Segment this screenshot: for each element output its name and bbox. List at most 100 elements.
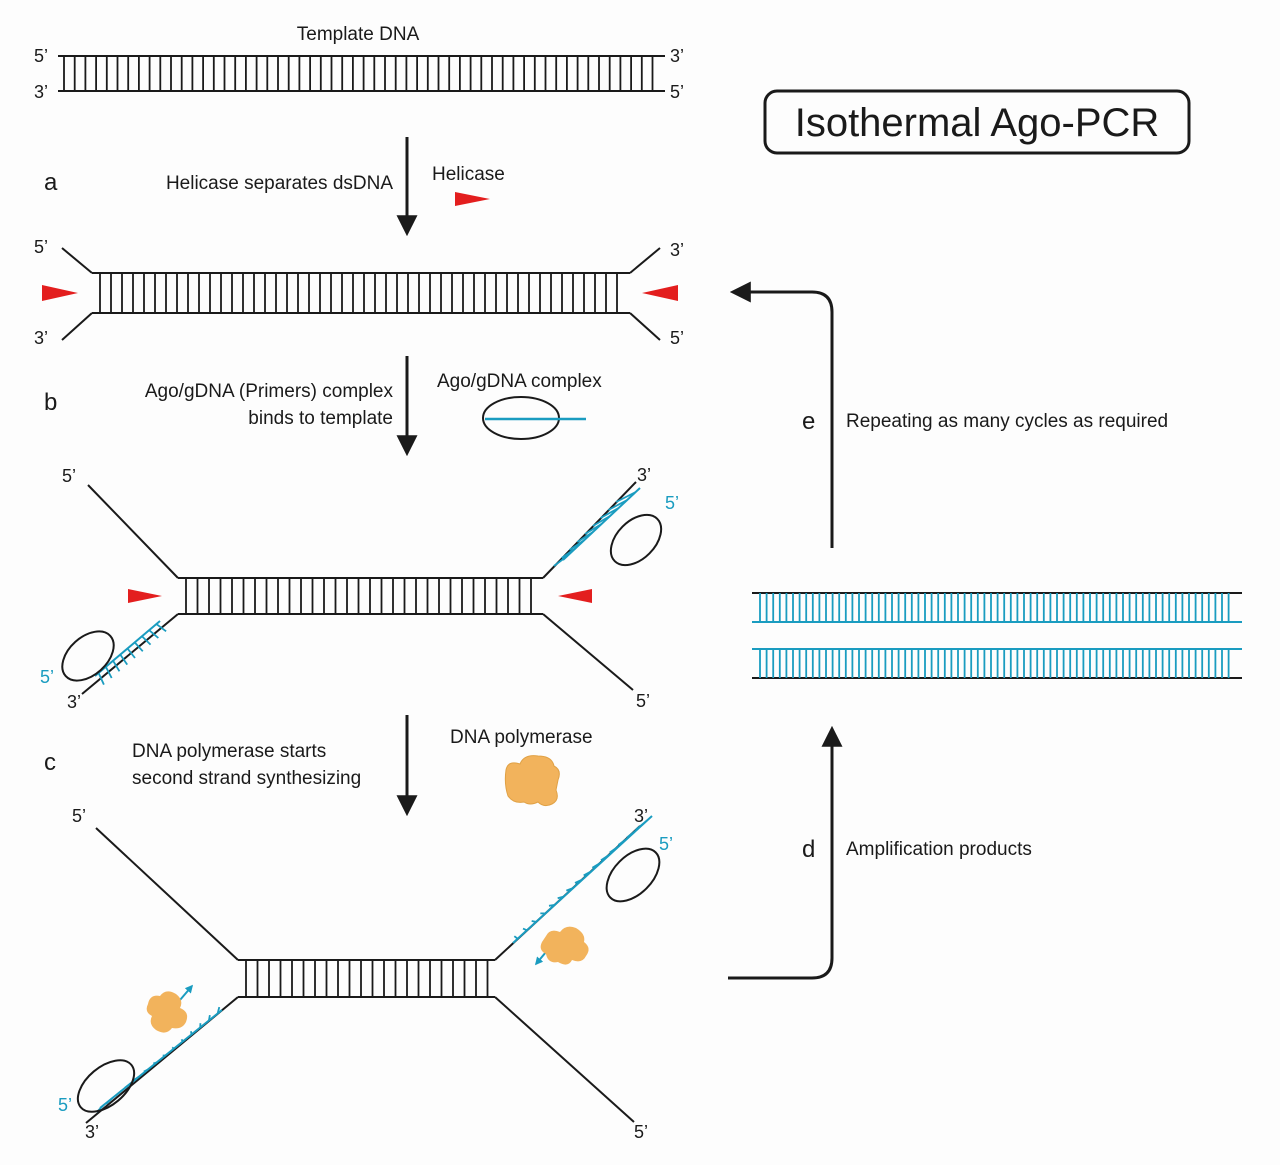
page-title: Isothermal Ago-PCR — [795, 101, 1160, 145]
base-pair-rung — [568, 539, 585, 551]
row-b-left-primer-end: 5’ — [40, 667, 54, 687]
base-pair-rung — [584, 523, 602, 535]
base-pair-rung — [171, 1046, 175, 1050]
helicase-legend-label: Helicase — [432, 164, 505, 185]
product-duplex-top — [752, 592, 1242, 623]
step-e-letter: e — [802, 408, 815, 435]
row-a-left-top-end: 5’ — [34, 237, 48, 257]
base-pair-rung — [615, 491, 637, 503]
step-c-line1: DNA polymerase starts — [132, 741, 326, 762]
row-b-right-top-end: 3’ — [637, 465, 651, 485]
helicase-right-row-b — [558, 589, 592, 603]
template-label: Template DNA — [297, 24, 420, 45]
step-c-letter: c — [44, 749, 56, 776]
row-b-right-primer-duplex — [553, 487, 663, 567]
base-pair-rung — [148, 629, 159, 639]
row-c-right-primer-end: 5’ — [659, 834, 673, 854]
base-pair-rung — [513, 935, 519, 940]
ago-legend-label: Ago/gDNA complex — [437, 371, 602, 392]
base-pair-rung — [124, 1082, 132, 1089]
base-pair-rung — [180, 1038, 184, 1042]
row-c-left-top-end: 5’ — [72, 806, 86, 826]
row-b-right-primer-end: 5’ — [665, 493, 679, 513]
base-pair-rung — [114, 1089, 123, 1097]
base-pair-rung — [576, 531, 594, 543]
base-pair-rung — [190, 1031, 193, 1035]
step-c-line2: second strand synthesizing — [132, 768, 361, 789]
base-pair-rung — [617, 836, 630, 846]
row-a-right-top-end: 3’ — [670, 240, 684, 260]
base-pair-rung — [153, 1061, 157, 1065]
row-c-right-top-end: 3’ — [634, 806, 648, 826]
base-pair-rung — [531, 920, 537, 923]
row-b-left-primer-duplex — [61, 620, 167, 686]
template-left-bottom-end: 3’ — [34, 82, 48, 102]
template-left-top-end: 5’ — [34, 46, 48, 66]
base-pair-rung — [155, 623, 167, 633]
base-pair-rung — [553, 555, 568, 567]
base-pair-rung — [635, 819, 648, 831]
base-pair-rung — [566, 887, 574, 892]
row-c-left-primer-duplex — [76, 984, 223, 1113]
template-dsdna — [58, 55, 665, 92]
helicase-left-row-a — [42, 285, 78, 301]
arrow-step-e — [729, 281, 834, 548]
base-pair-rung — [112, 660, 121, 672]
ago-gdna-legend-icon — [482, 396, 586, 440]
base-pair-rung — [216, 1006, 221, 1014]
row-b-right-bottom-end: 5’ — [636, 691, 650, 711]
row-a-left-bottom-end: 3’ — [34, 328, 48, 348]
base-pair-rung — [574, 878, 583, 884]
base-pair-rung — [208, 1014, 211, 1021]
row-c-dsdna — [85, 825, 641, 1124]
base-pair-rung — [592, 515, 611, 527]
base-pair-rung — [126, 647, 136, 659]
row-a-right-bottom-end: 5’ — [670, 328, 684, 348]
helicase-right-row-a — [642, 285, 678, 301]
base-pair-rung — [97, 672, 105, 686]
base-pair-rung — [600, 853, 611, 861]
base-pair-rung — [141, 635, 152, 646]
step-a-text: Helicase separates dsDNA — [166, 173, 393, 194]
base-pair-rung — [583, 870, 593, 877]
base-pair-rung — [591, 861, 602, 869]
row-c-right-primer-duplex — [512, 815, 661, 966]
base-pair-rung — [105, 1096, 114, 1105]
base-pair-rung — [548, 904, 555, 907]
step-d-letter: d — [802, 836, 815, 863]
title-box — [763, 89, 1191, 155]
base-pair-rung — [133, 1075, 140, 1081]
base-pair-rung — [557, 895, 565, 900]
polymerase-legend-icon — [504, 755, 560, 807]
row-b-left-top-end: 5’ — [62, 466, 76, 486]
row-c-right-bottom-end: 5’ — [634, 1122, 648, 1142]
template-right-bottom-end: 5’ — [670, 82, 684, 102]
template-right-top-end: 3’ — [670, 46, 684, 66]
base-pair-rung — [143, 1068, 149, 1073]
row-a-dsdna — [61, 247, 661, 341]
step-d-text: Amplification products — [846, 839, 1032, 860]
polymerase-legend-label: DNA polymerase — [450, 727, 593, 748]
row-c-left-bottom-end: 3’ — [85, 1122, 99, 1142]
polymerase-right-row-c — [540, 926, 589, 965]
base-pair-rung — [609, 844, 621, 854]
helicase-left-row-b — [128, 589, 162, 603]
step-a-letter: a — [44, 169, 58, 196]
base-pair-rung — [119, 654, 128, 666]
base-pair-rung — [134, 641, 144, 652]
step-e-text: Repeating as many cycles as required — [846, 411, 1168, 432]
helicase-legend-icon — [455, 192, 490, 206]
step-b-line1: Ago/gDNA (Primers) complex — [145, 381, 394, 402]
row-b-left-bottom-end: 3’ — [67, 692, 81, 712]
polymerase-left-row-c — [146, 991, 188, 1033]
step-b-line2: binds to template — [248, 408, 393, 429]
row-c-left-primer-end: 5’ — [58, 1095, 72, 1115]
step-b-letter: b — [44, 389, 57, 416]
base-pair-rung — [561, 547, 577, 559]
base-pair-rung — [522, 927, 528, 932]
base-pair-rung — [607, 499, 628, 511]
arrow-step-d — [728, 725, 843, 980]
row-b-dsdna — [81, 481, 637, 695]
